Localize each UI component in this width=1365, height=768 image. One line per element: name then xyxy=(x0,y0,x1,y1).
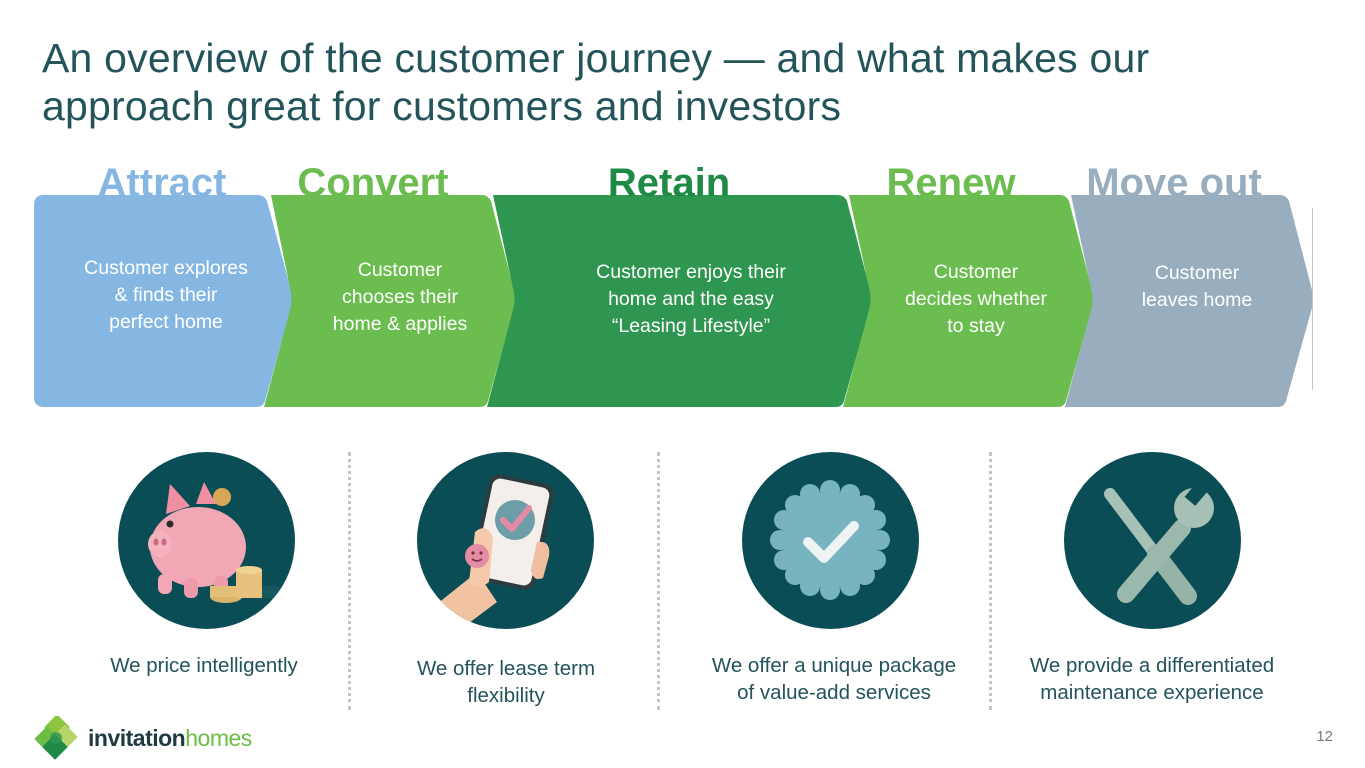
chevron-renew xyxy=(843,195,1093,407)
caption-lease-flexibility: We offer lease term flexibility xyxy=(417,655,595,709)
text-line: perfect home xyxy=(109,311,223,333)
customer-journey-band: Attract Convert Retain Renew Move out Cu… xyxy=(34,161,1313,407)
text-line: “Leasing Lifestyle” xyxy=(611,315,771,337)
text-line: We offer a unique package xyxy=(711,654,957,677)
chevron-text-move-out: Customer leaves home xyxy=(1107,260,1287,314)
caption-pricing: We price intelligently xyxy=(110,652,298,679)
tools-icon xyxy=(1064,452,1241,629)
text-line: We offer lease term xyxy=(416,657,596,680)
phase-label-convert: Convert xyxy=(297,161,449,205)
phase-label-move-out: Move out xyxy=(1086,161,1262,205)
caption-maintenance: We provide a differentiated maintenance … xyxy=(1030,652,1274,706)
text-line: leaves home xyxy=(1141,289,1253,311)
chevron-text-attract: Customer explores & finds their perfect … xyxy=(56,255,276,336)
chevron-attract xyxy=(34,195,292,407)
phase-label-renew: Renew xyxy=(886,161,1016,205)
phase-label-retain: Retain xyxy=(607,161,731,205)
divider xyxy=(989,452,992,710)
text-line: to stay xyxy=(947,315,1005,337)
piggy-bank-icon xyxy=(118,452,295,629)
phase-label-attract: Attract xyxy=(97,161,227,205)
page-number: 12 xyxy=(1316,728,1333,745)
text-line: We price intelligently xyxy=(110,654,298,677)
logo-wordmark: invitationhomes xyxy=(88,725,252,752)
text-line: decides whether xyxy=(904,288,1047,310)
journey-chevrons xyxy=(34,195,1313,407)
chevron-move-out xyxy=(1065,195,1313,407)
text-line: Customer xyxy=(357,259,443,281)
logo-word-homes: homes xyxy=(185,724,252,751)
text-line: We provide a differentiated xyxy=(1029,654,1275,677)
divider xyxy=(657,452,660,710)
logo-word-invitation: invitation xyxy=(88,724,186,751)
chevron-text-renew: Customer decides whether to stay xyxy=(876,259,1076,340)
text-line: Customer explores xyxy=(84,257,248,279)
divider xyxy=(348,452,351,710)
text-line: of value-add services xyxy=(737,681,931,704)
phone-check-icon xyxy=(417,452,594,629)
chevron-text-convert: Customer chooses their home & applies xyxy=(300,257,500,338)
chevron-retain xyxy=(487,195,871,407)
text-line: Customer enjoys their xyxy=(596,261,786,283)
band-end-line xyxy=(1312,208,1313,390)
caption-value-add-services: We offer a unique package of value-add s… xyxy=(712,652,956,706)
text-line: Customer xyxy=(933,261,1019,283)
text-line: maintenance experience xyxy=(1040,681,1264,704)
text-line: flexibility xyxy=(467,684,545,707)
chevron-text-retain: Customer enjoys their home and the easy … xyxy=(561,259,821,340)
company-logo: invitationhomes xyxy=(34,716,252,760)
page-title: An overview of the customer journey — an… xyxy=(42,35,1150,129)
logo-mark-icon xyxy=(34,716,78,760)
text-line: Customer xyxy=(1154,262,1240,284)
chevron-convert xyxy=(264,195,515,407)
text-line: & finds their xyxy=(114,284,218,306)
text-line: home & applies xyxy=(332,313,468,335)
verified-badge-icon xyxy=(742,452,919,629)
text-line: chooses their xyxy=(342,286,458,308)
text-line: home and the easy xyxy=(608,288,774,310)
